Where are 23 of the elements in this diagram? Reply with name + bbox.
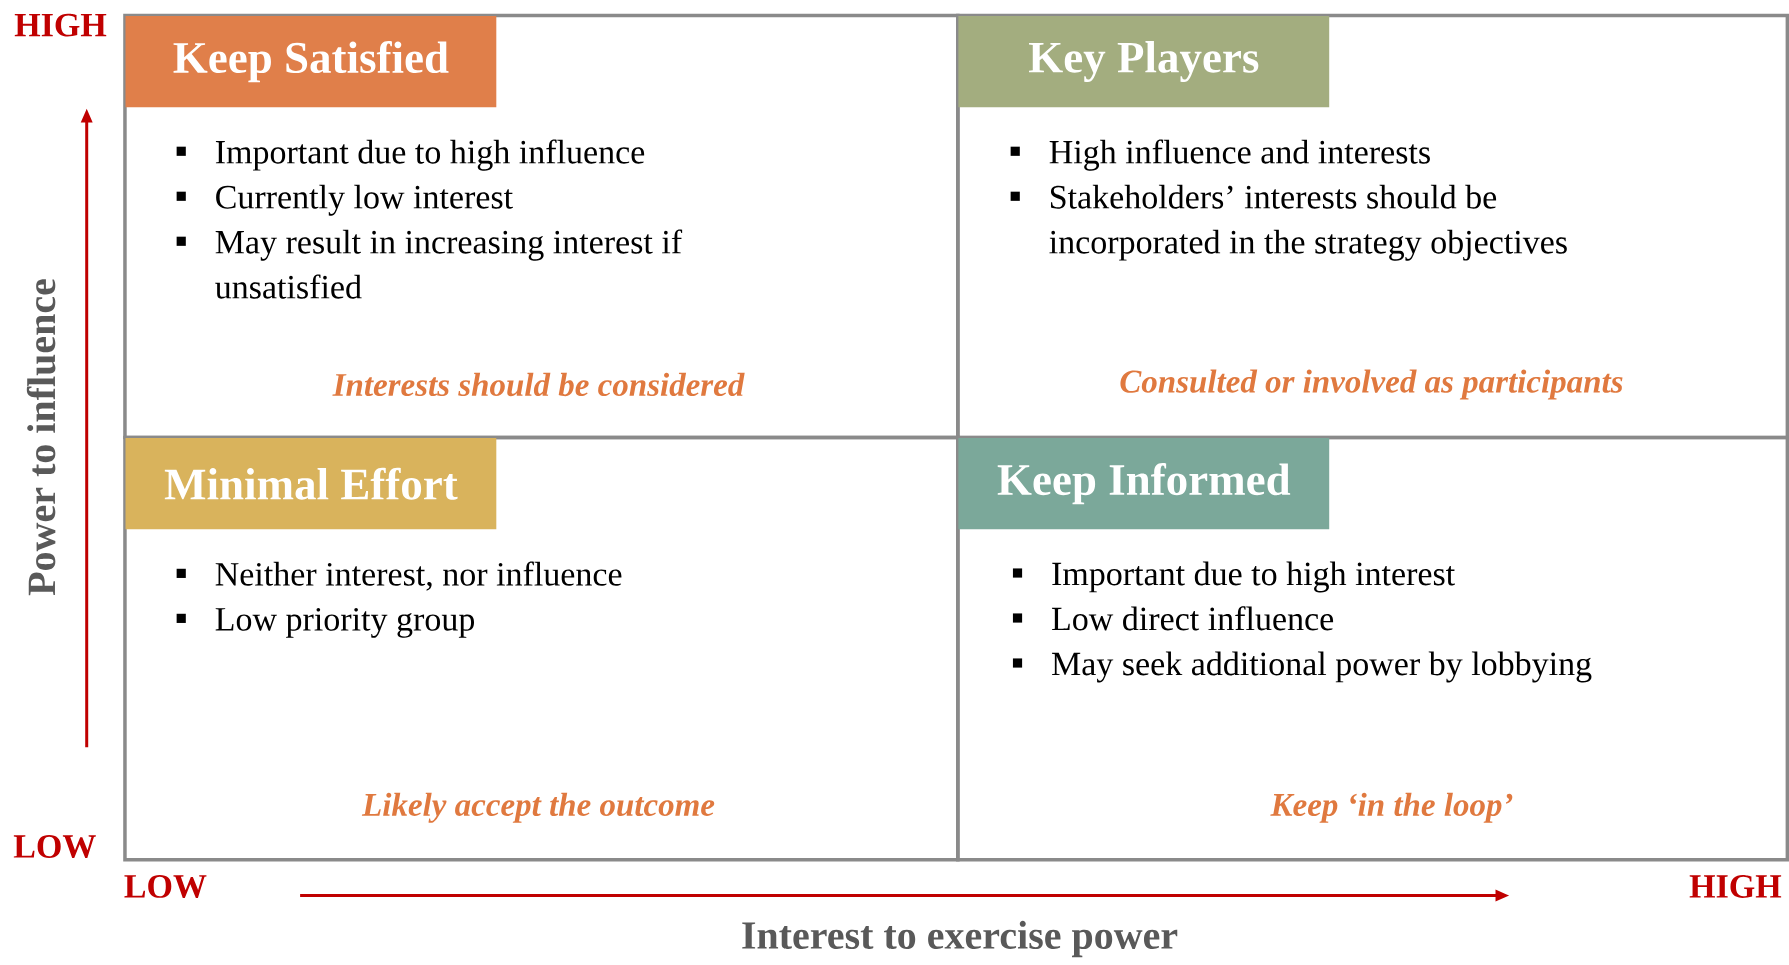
header-tab: Keep Informed (958, 438, 1330, 530)
bullet-item: Low direct influence (1012, 606, 1334, 631)
bullet-item: Important due to high interest (1012, 561, 1455, 593)
note-text: Interests should be considered (332, 372, 745, 397)
bullet-item: Currently low interest (176, 184, 513, 216)
bullet-item: High influence and interests (1010, 139, 1430, 171)
axis-label: HIGH (1689, 875, 1782, 898)
axis-title: Power to influence (26, 279, 56, 596)
bullet-item: May result in increasing interest if unsatisfied (176, 229, 683, 299)
axis-label: LOW (13, 835, 96, 859)
note-text: Keep ‘in the loop’ (1270, 792, 1513, 823)
header-tab: Keep Satisfied (125, 15, 497, 108)
bullet-item: Neither interest, nor influence (176, 561, 622, 591)
header-tab: Key Players (958, 15, 1330, 108)
axis-label: LOW (124, 875, 207, 898)
bullet-item: Stakeholders’ interests should be incorporated in the strategy objectives (1010, 184, 1567, 261)
bullet-item: May seek additional power by lobbying (1012, 651, 1592, 683)
bullet-item: Low priority group (176, 607, 474, 638)
bullet-item: Important due to high influence (176, 139, 645, 171)
note-text: Consulted or involved as participants (1120, 369, 1623, 400)
header-tab: Minimal Effort (125, 438, 497, 530)
note-text: Likely accept the outcome (361, 792, 715, 823)
axis-title: Interest to exercise power (742, 920, 1178, 958)
